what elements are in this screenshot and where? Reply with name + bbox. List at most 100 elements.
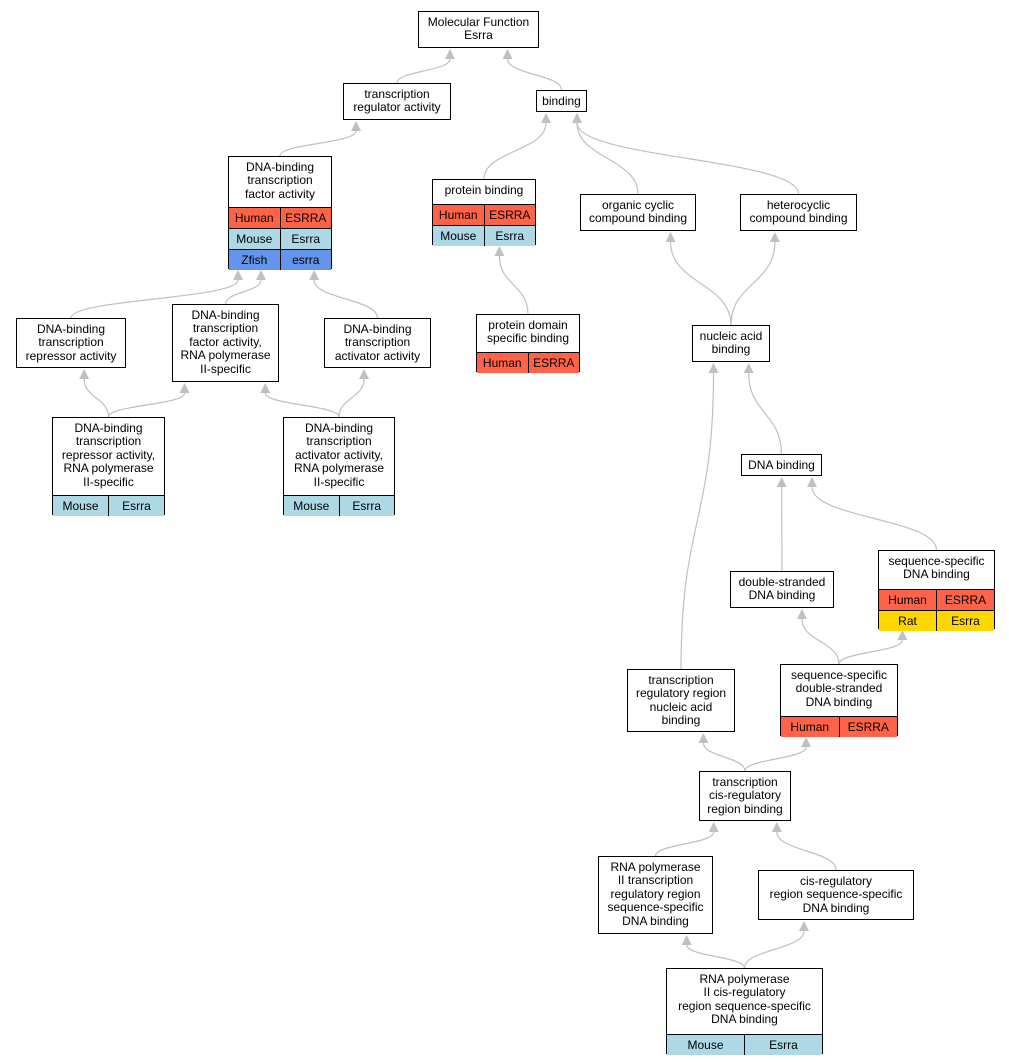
arrowhead (698, 733, 709, 743)
ortholog-row: Mouse Esrra (229, 228, 331, 249)
edge-dbtr2-to-dbtr (83, 378, 110, 418)
gene-cell[interactable]: ESRRA (936, 590, 994, 610)
edge-hcb-to-bind (576, 122, 800, 195)
ortholog-row: Mouse Esrra (433, 225, 535, 246)
node-dna-binding-transcription-repressor-activity-rnap-ii[interactable]: DNA-binding transcription repressor acti… (52, 417, 165, 516)
ortholog-row: Human ESRRA (433, 204, 535, 225)
node-transcription-cis-regulatory-region-binding[interactable]: transcription cis-regulatory region bind… (699, 771, 791, 821)
species-cell: Mouse (284, 496, 339, 516)
node-double-stranded-dna-binding[interactable]: double-stranded DNA binding (730, 571, 834, 608)
species-cell: Human (879, 590, 936, 610)
arrowhead (502, 49, 513, 59)
node-sequence-specific-dna-binding[interactable]: sequence-specific DNA binding Human ESRR… (878, 550, 995, 631)
arrowhead (309, 270, 320, 280)
edge-dbtr-to-dbtf (70, 279, 239, 319)
node-dna-binding-transcription-activator-activity[interactable]: DNA-binding transcription activator acti… (324, 318, 431, 368)
gene-cell[interactable]: ESRRA (527, 353, 579, 373)
edge-dbta-to-dbtf (313, 279, 379, 319)
arrowhead (179, 383, 190, 393)
node-label: DNA-binding transcription activator acti… (293, 421, 385, 489)
node-organic-cyclic-compound-binding[interactable]: organic cyclic compound binding (580, 194, 696, 231)
ortholog-row: Human ESRRA (781, 716, 897, 737)
edge-dbta2-to-dbtf2 (264, 392, 340, 418)
arrowhead (255, 270, 266, 280)
arrowhead (743, 363, 754, 373)
arrowhead (572, 113, 582, 123)
node-label: binding (542, 94, 581, 108)
gene-cell[interactable]: esrra (279, 250, 331, 270)
arrowhead (233, 270, 243, 280)
arrowhead (708, 363, 719, 373)
node-dna-binding-transcription-factor-activity-rnap-ii[interactable]: DNA-binding transcription factor activit… (172, 304, 279, 382)
node-label: RNA polymerase II cis-regulatory region … (678, 972, 811, 1027)
node-molecular-function[interactable]: Molecular Function Esrra (418, 11, 539, 48)
arrowhead (897, 630, 908, 640)
node-protein-binding[interactable]: protein binding Human ESRRA Mouse Esrra (432, 179, 536, 246)
edge-dbta2-to-dbta (338, 378, 365, 418)
node-binding[interactable]: binding (536, 90, 587, 112)
edge-ssdsdb-to-ssdb (838, 639, 903, 665)
edge-nab-to-occb (669, 241, 732, 326)
gene-cell[interactable]: ESRRA (483, 205, 535, 225)
node-rna-polymerase-ii-cis-regulatory-region-binding[interactable]: RNA polymerase II cis-regulatory region … (666, 968, 823, 1055)
node-dna-binding-transcription-factor-activity[interactable]: DNA-binding transcription factor activit… (228, 156, 332, 270)
arrowhead (79, 369, 90, 379)
edge-dbtf2-to-dbtf (224, 279, 262, 305)
node-transcription-regulatory-region-nucleic-acid-binding[interactable]: transcription regulatory region nucleic … (627, 669, 735, 732)
node-rna-polymerase-ii-transcription-regulatory-region-binding[interactable]: RNA polymerase II transcription regulato… (598, 856, 713, 934)
arrowhead (681, 935, 692, 945)
gene-cell[interactable]: Esrra (108, 496, 164, 516)
node-label: protein domain specific binding (486, 318, 570, 346)
node-heterocyclic-compound-binding[interactable]: heterocyclic compound binding (740, 194, 857, 231)
ortholog-row: Mouse Esrra (667, 1034, 822, 1055)
arrowhead (541, 113, 551, 123)
ortholog-row: Mouse Esrra (53, 495, 164, 516)
node-protein-domain-specific-binding[interactable]: protein domain specific binding Human ES… (476, 314, 580, 373)
species-cell: Human (433, 205, 484, 225)
ortholog-row: Zfish esrra (229, 249, 331, 270)
arrowhead (769, 232, 780, 242)
node-dna-binding-transcription-activator-activity-rnap-ii[interactable]: DNA-binding transcription activator acti… (283, 417, 395, 516)
edge-tcrb-to-trrnab (702, 742, 746, 772)
ortholog-row: Rat Esrra (879, 610, 994, 631)
arrowhead (798, 921, 809, 931)
node-label: sequence-specific double-stranded DNA bi… (790, 668, 888, 709)
gene-cell[interactable]: ESRRA (838, 717, 897, 737)
edge-rnapcis-to-rnap (686, 944, 746, 969)
node-dna-binding-transcription-repressor-activity[interactable]: DNA-binding transcription repressor acti… (16, 318, 126, 368)
gene-cell[interactable]: Esrra (744, 1035, 822, 1055)
gene-cell[interactable]: ESRRA (279, 208, 331, 228)
arrowhead (260, 383, 271, 393)
ortholog-row: Human ESRRA (879, 589, 994, 610)
node-label: organic cyclic compound binding (588, 198, 688, 226)
node-sequence-specific-double-stranded-dna-binding[interactable]: sequence-specific double-stranded DNA bi… (780, 664, 898, 737)
node-cis-regulatory-region-sequence-specific-dna-binding[interactable]: cis-regulatory region sequence-specific … (758, 870, 914, 920)
arrowhead (494, 246, 505, 256)
edge-nab-to-hcb (730, 241, 776, 326)
edge-tra-to-mf (396, 58, 451, 84)
node-label: transcription cis-regulatory region bind… (707, 775, 783, 816)
gene-cell[interactable]: Esrra (483, 226, 535, 246)
gene-cell[interactable]: Esrra (279, 229, 331, 249)
arrowhead (708, 822, 719, 832)
node-dna-binding[interactable]: DNA binding (741, 454, 822, 476)
node-nucleic-acid-binding[interactable]: nucleic acid binding (692, 325, 770, 362)
edge-occb-to-bind (576, 122, 639, 195)
species-cell: Mouse (667, 1035, 744, 1055)
node-label: DNA-binding transcription repressor acti… (25, 322, 117, 363)
gene-cell[interactable]: Esrra (936, 611, 994, 631)
node-label: Molecular Function Esrra (427, 15, 530, 43)
arrowhead (444, 49, 455, 59)
species-cell: Human (229, 208, 280, 228)
edge-dbtr2-to-dbtf2 (107, 392, 186, 418)
edge-dbtf-to-tra (279, 130, 357, 157)
arrowhead (796, 609, 807, 619)
edge-tcrb-to-ssdsdb (744, 746, 807, 772)
node-transcription-regulator-activity[interactable]: transcription regulator activity (343, 83, 451, 120)
arrowhead (665, 232, 676, 242)
node-label: sequence-specific DNA binding (888, 554, 985, 582)
gene-cell[interactable]: Esrra (338, 496, 394, 516)
node-label: cis-regulatory region sequence-specific … (769, 874, 903, 915)
ortholog-row: Human ESRRA (477, 352, 579, 373)
